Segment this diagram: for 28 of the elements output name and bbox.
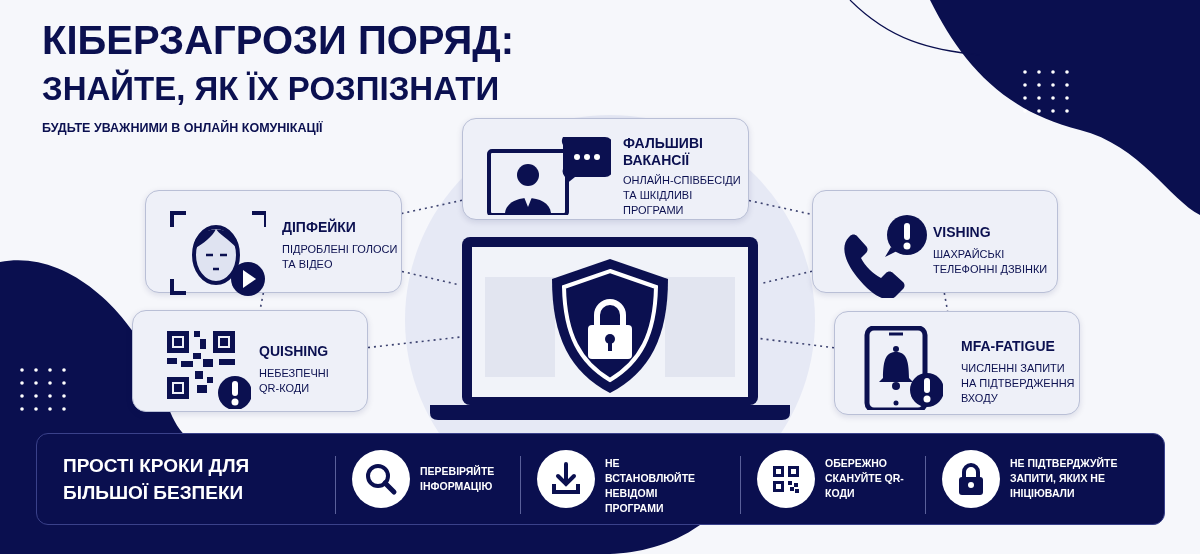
card-description: ОНЛАЙН-СПІВБЕСІДИ ТА ШКІДЛИВІ ПРОГРАМИ bbox=[623, 173, 742, 218]
card-description: ЧИСЛЕННІ ЗАПИТИ НА ПІДТВЕРДЖЕННЯ ВХОДУ bbox=[961, 361, 1076, 406]
threat-card bbox=[834, 311, 1080, 415]
dotted-connector bbox=[367, 336, 461, 349]
threat-card bbox=[145, 190, 402, 293]
title: КІБЕРЗАГРОЗИ ПОРЯД: bbox=[42, 18, 515, 63]
panel-heading: ПРОСТІ КРОКИ ДЛЯ БІЛЬШОЇ БЕЗПЕКИ bbox=[63, 454, 251, 505]
tip-text: НЕ ПІДТВЕРДЖУЙТЕ ЗАПИТИ, ЯКИХ НЕ ІНІЦІЮВАЛИ bbox=[1010, 456, 1119, 501]
card-heading: ФАЛЬШИВІ ВАКАНСІЇ bbox=[623, 135, 704, 169]
card-heading: MFA-FATIGUE bbox=[961, 338, 1056, 355]
card-heading: VISHING bbox=[933, 224, 992, 241]
subtitle: БУДЬТЕ УВАЖНИМИ В ОНЛАЙН КОМУНІКАЦІЇ bbox=[42, 121, 323, 135]
laptop-drawing bbox=[430, 237, 790, 420]
threat-card bbox=[132, 310, 368, 412]
threat-card bbox=[462, 118, 749, 220]
card-description: ШАХРАЙСЬКІ ТЕЛЕФОННІ ДЗВІНКИ bbox=[933, 247, 1049, 277]
dotted-connector bbox=[748, 199, 813, 216]
card-description: НЕБЕЗПЕЧНІ QR-КОДИ bbox=[259, 366, 330, 396]
card-heading: QUISHING bbox=[259, 343, 330, 360]
tip-text: НЕ ВСТАНОВЛЮЙТЕ НЕВІДОМІ ПРОГРАМИ bbox=[605, 456, 697, 516]
title-line: ЗНАЙТЕ, ЯК ЇХ РОЗПІЗНАТИ bbox=[42, 70, 500, 108]
tips-panel bbox=[36, 433, 1165, 525]
dotted-connector bbox=[759, 337, 835, 349]
dotted-connector bbox=[401, 199, 463, 215]
tip-text: ПЕРЕВІРЯЙТЕ ІНФОРМАЦІЮ bbox=[420, 464, 496, 494]
card-description: ПІДРОБЛЕНІ ГОЛОСИ ТА ВІДЕО bbox=[282, 242, 399, 272]
card-heading: ДІПФЕЙКИ bbox=[282, 219, 357, 236]
tip-text: ОБЕРЕЖНО СКАНУЙТЕ QR-КОДИ bbox=[825, 456, 905, 501]
